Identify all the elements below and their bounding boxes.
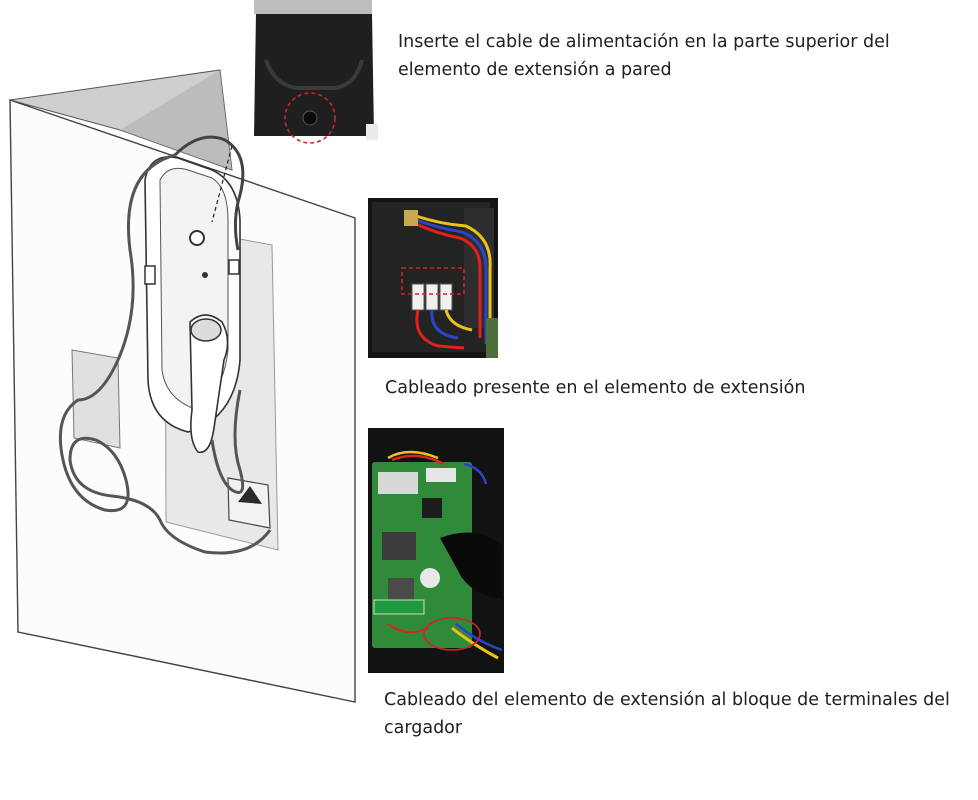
dashed-leader bbox=[211, 145, 233, 223]
power-cable bbox=[58, 153, 272, 555]
highlight-circle-bottom bbox=[423, 617, 481, 651]
charger-board-photo bbox=[368, 428, 504, 673]
caption-top: Inserte el cable de alimentación en la p… bbox=[398, 32, 890, 80]
plug-top-photo bbox=[248, 0, 378, 145]
connector-head bbox=[190, 318, 222, 342]
highlight-circle-top bbox=[284, 92, 336, 144]
side-bracket bbox=[144, 265, 156, 285]
highlight-box-middle bbox=[401, 267, 465, 295]
wall-extension-diagram bbox=[9, 69, 356, 703]
charging-cable bbox=[210, 389, 245, 494]
charger-holder bbox=[228, 259, 240, 275]
connector-handle bbox=[189, 314, 229, 454]
charger-button bbox=[189, 230, 205, 246]
wall-socket-left bbox=[71, 349, 121, 449]
caption-bottom: Cableado del elemento de extensión al bl… bbox=[384, 690, 950, 738]
wall-fold-shadow bbox=[120, 70, 232, 170]
socket-hole bbox=[238, 486, 262, 504]
terminal-wiring-photo bbox=[368, 198, 498, 358]
charger-led bbox=[202, 272, 208, 278]
caption-middle: Cableado presente en el elemento de exte… bbox=[385, 378, 806, 398]
top-cable bbox=[173, 135, 245, 251]
wall-socket-right bbox=[227, 477, 271, 529]
